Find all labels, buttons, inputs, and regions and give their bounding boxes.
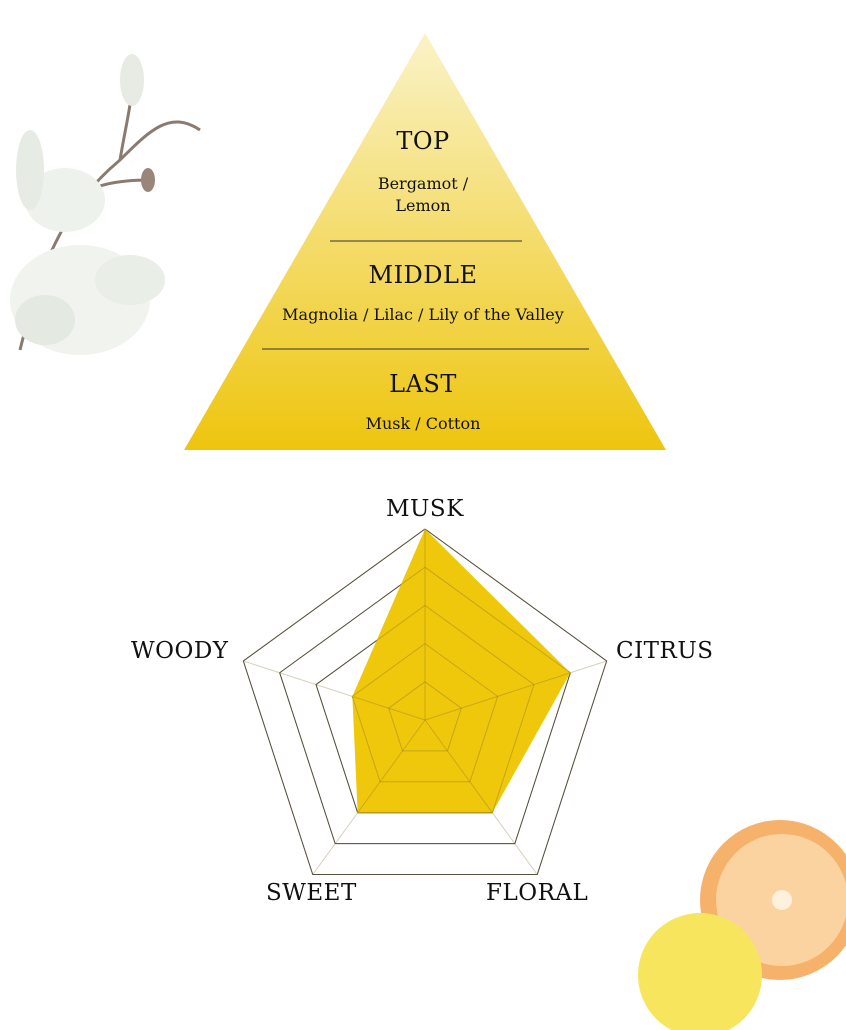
axis-label-sweet: SWEET bbox=[266, 880, 357, 906]
scent-radar-chart: MUSK CITRUS FLORAL SWEET WOODY bbox=[0, 480, 846, 920]
pyramid-middle-notes: Magnolia / Lilac / Lily of the Valley bbox=[282, 305, 564, 324]
data-point-citrus bbox=[569, 672, 571, 674]
pyramid-last-title: LAST bbox=[389, 370, 457, 398]
axis-label-citrus: CITRUS bbox=[616, 638, 714, 664]
orange-lemon-image bbox=[638, 820, 846, 1030]
axis-label-musk: MUSK bbox=[386, 496, 464, 522]
axis-label-woody: WOODY bbox=[131, 638, 229, 664]
grid-ring-overlay bbox=[351, 642, 499, 783]
grid-ring-5 bbox=[242, 528, 608, 876]
data-point-woody bbox=[351, 695, 353, 697]
data-point-sweet bbox=[357, 812, 359, 814]
grid-ring-overlay bbox=[242, 528, 608, 876]
pyramid-last-notes: Musk / Cotton bbox=[365, 414, 481, 433]
axis-spoke bbox=[424, 719, 538, 875]
pyramid-top-notes-2: Lemon bbox=[395, 196, 451, 215]
grid-ring-overlay bbox=[279, 566, 571, 845]
axis-spoke bbox=[243, 660, 426, 721]
data-point-musk bbox=[424, 528, 426, 530]
axis-spoke bbox=[424, 660, 607, 721]
grid-ring-overlay bbox=[388, 681, 462, 752]
axis-label-floral: FLORAL bbox=[486, 880, 589, 906]
data-point-floral bbox=[491, 812, 493, 814]
magnolia-flower-image bbox=[10, 54, 201, 355]
pyramid-top-notes: Bergamot / bbox=[377, 174, 469, 193]
axis-spoke bbox=[312, 719, 426, 875]
pyramid-middle-title: MIDDLE bbox=[368, 261, 478, 289]
grid-ring-overlay bbox=[315, 604, 535, 814]
pyramid-top-title: TOP bbox=[396, 127, 450, 155]
fragrance-pyramid: TOP Bergamot / Lemon MIDDLE Magnolia / L… bbox=[0, 0, 846, 460]
data-area bbox=[352, 529, 571, 813]
